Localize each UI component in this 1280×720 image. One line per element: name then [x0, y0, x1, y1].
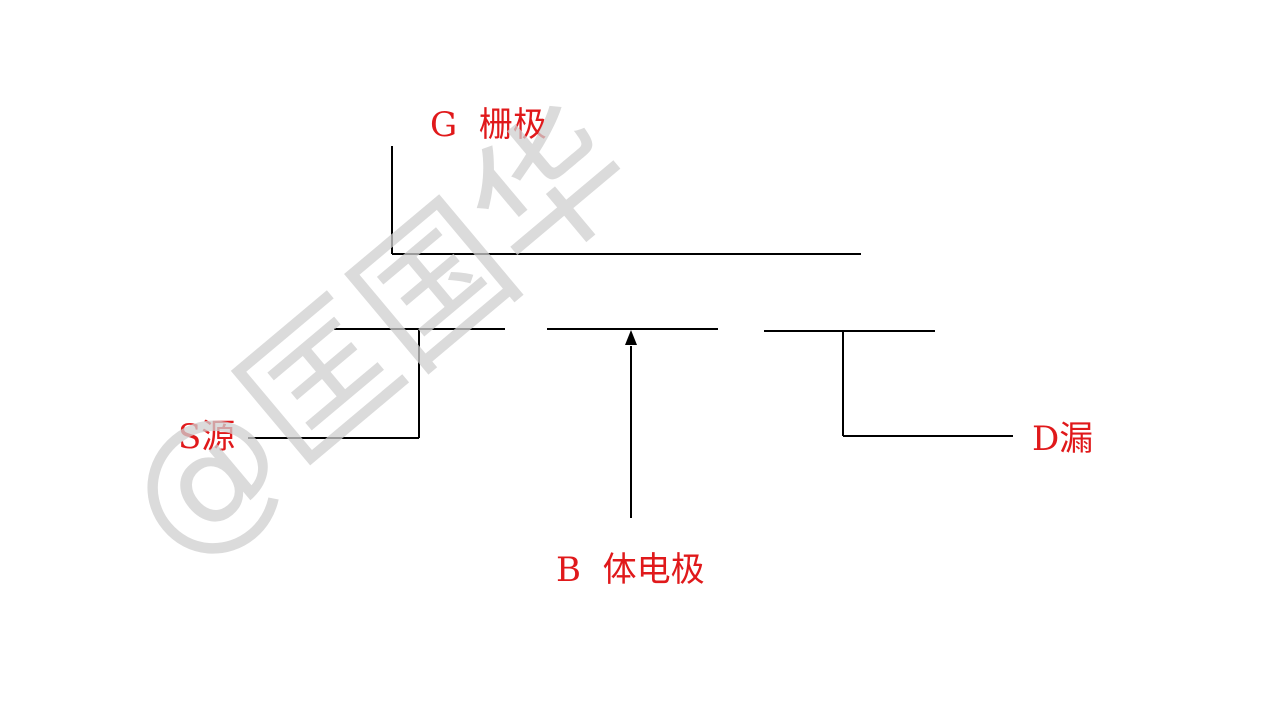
body-arrowhead — [625, 330, 637, 345]
drain-label: D漏 — [1032, 419, 1094, 459]
gate-label: G 栅极 — [430, 105, 547, 145]
source-label: S源 — [178, 417, 236, 457]
body-electrode-label: B 体电极 — [556, 550, 705, 590]
